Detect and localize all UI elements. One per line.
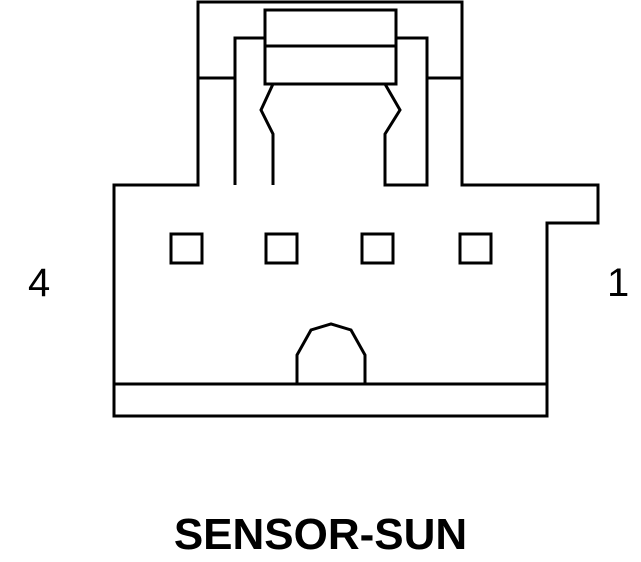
connector-housing <box>112 0 600 418</box>
diagram-title: SENSOR-SUN <box>173 510 468 559</box>
pin-cavity-2 <box>360 232 395 265</box>
latch-arm <box>233 36 429 187</box>
pin-cavity-1 <box>458 232 493 265</box>
latch-arm-left-inner <box>259 82 276 185</box>
pin-label-right: 1 <box>607 261 629 305</box>
pin-cavity-3 <box>264 232 299 265</box>
pin-cavity-4 <box>169 232 204 265</box>
latch-lock-tab <box>263 8 398 48</box>
pin-label-left: 4 <box>28 261 50 305</box>
polarization-key <box>295 322 367 384</box>
